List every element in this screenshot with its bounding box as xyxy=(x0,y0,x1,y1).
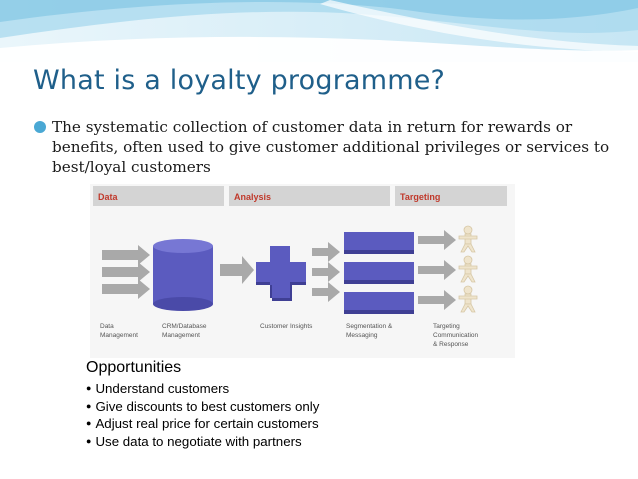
data-input-arrows xyxy=(102,245,150,299)
arrows-to-customers xyxy=(418,230,456,310)
bullet-icon: ● xyxy=(86,435,92,446)
header-wave-banner xyxy=(0,0,638,62)
customer-figure-icon xyxy=(458,255,478,283)
caption-data-management-line2: Management xyxy=(100,332,138,339)
list-item: ●Understand customers xyxy=(86,381,230,396)
bullet-dot-icon xyxy=(34,121,46,133)
arrow-to-insights-icon xyxy=(220,256,254,284)
definition-text: The systematic collection of customer da… xyxy=(52,118,610,176)
section-label-analysis: Analysis xyxy=(234,192,271,202)
opportunities-section: Opportunities ●Understand customers ●Giv… xyxy=(86,358,506,450)
slide-title: What is a loyalty programme? xyxy=(33,65,446,96)
caption-targeting-line3: & Response xyxy=(433,341,469,348)
section-header-targeting xyxy=(395,186,507,206)
database-cylinder-icon xyxy=(153,239,213,311)
caption-targeting-line2: Communication xyxy=(433,332,479,339)
bullet-icon: ● xyxy=(86,383,92,393)
segmentation-bars-icon xyxy=(344,232,414,314)
section-label-data: Data xyxy=(98,192,119,202)
customer-figure-icon xyxy=(458,285,478,313)
bullet-icon: ● xyxy=(86,400,92,411)
list-item: ●Use data to negotiate with partners xyxy=(86,433,302,449)
section-header-data xyxy=(93,186,224,206)
caption-customer-insights: Customer Insights xyxy=(260,323,313,330)
section-header-analysis xyxy=(229,186,390,206)
caption-data-management-line1: Data xyxy=(100,323,114,330)
opportunities-list: ●Understand customers ●Give discounts to… xyxy=(86,380,506,450)
caption-segmentation-line1: Segmentation & xyxy=(346,323,393,330)
list-item: ●Adjust real price for certain customers xyxy=(86,416,319,431)
caption-targeting-line1: Targeting xyxy=(433,323,460,330)
definition-bullet: The systematic collection of customer da… xyxy=(34,117,624,177)
customer-insights-cross-icon xyxy=(256,246,306,301)
caption-crm-line2: Management xyxy=(162,332,200,339)
arrows-to-segments xyxy=(312,242,340,302)
list-item: ●Give discounts to best customers only xyxy=(86,398,320,414)
opportunities-heading: Opportunities xyxy=(86,359,182,376)
section-label-targeting: Targeting xyxy=(400,192,440,202)
loyalty-process-diagram: Data Analysis Targeting xyxy=(90,184,515,358)
customer-figure-icon xyxy=(458,225,478,253)
caption-segmentation-line2: Messaging xyxy=(346,332,378,339)
bullet-icon: ● xyxy=(86,418,92,428)
caption-crm-line1: CRM/Database xyxy=(162,323,207,330)
